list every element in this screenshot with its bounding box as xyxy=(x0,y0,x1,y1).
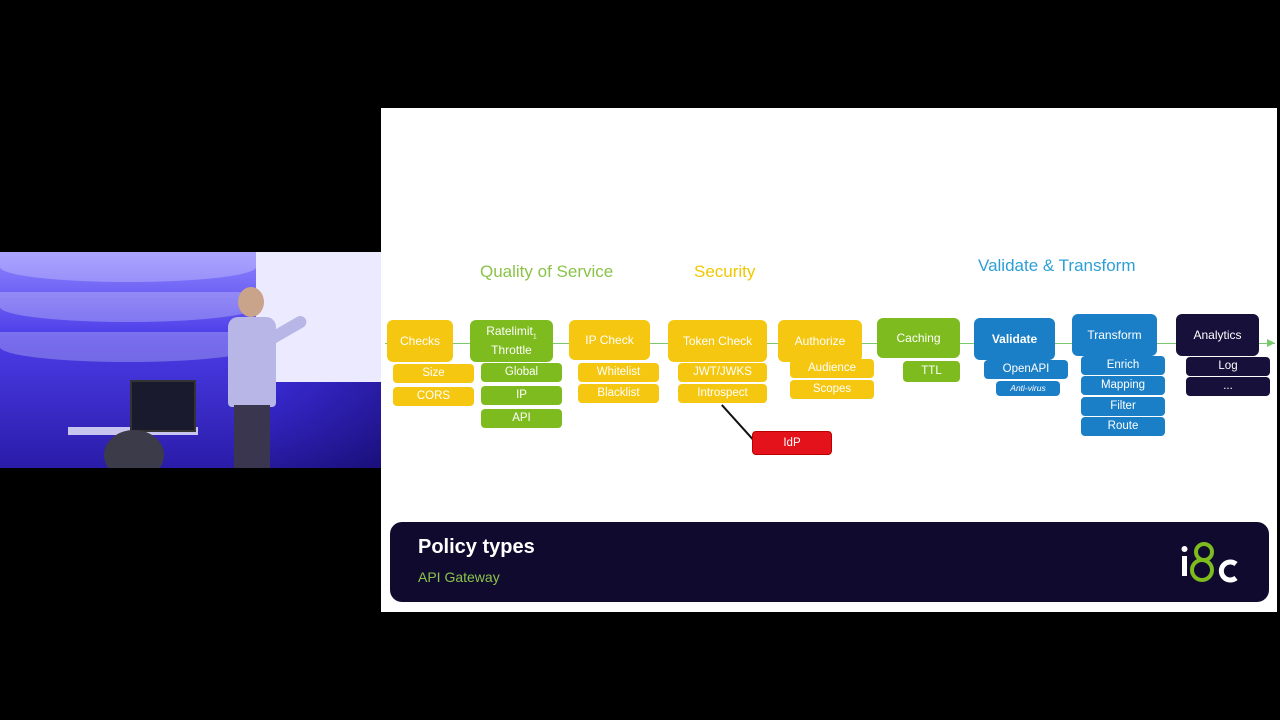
policy-item-more: ... xyxy=(1186,377,1270,396)
policy-item-api: API xyxy=(481,409,562,428)
policy-item-ttl: TTL xyxy=(903,361,960,382)
policy-authorize: Authorize xyxy=(778,320,862,362)
policy-item-mapping: Mapping xyxy=(1081,376,1165,395)
policy-caching: Caching xyxy=(877,318,960,358)
laptop xyxy=(130,380,196,432)
policy-item-blacklist: Blacklist xyxy=(578,384,659,403)
title-banner: Policy types API Gateway xyxy=(390,522,1269,602)
policy-item-enrich: Enrich xyxy=(1081,356,1165,375)
heading-security: Security xyxy=(694,262,756,281)
ratelimit-line2: Throttle xyxy=(491,342,532,357)
policy-item-cors: CORS xyxy=(393,387,474,406)
policy-item-log: Log xyxy=(1186,357,1270,376)
wall-wave xyxy=(0,332,256,362)
policy-item-openapi: OpenAPI xyxy=(984,360,1068,379)
policy-item-ip: IP xyxy=(481,386,562,405)
heading-validate-transform: Validate & Transform xyxy=(978,256,1136,275)
flow-arrowhead xyxy=(1267,339,1275,347)
slide-subtitle: API Gateway xyxy=(418,569,500,585)
policy-item-filter: Filter xyxy=(1081,397,1165,416)
policy-checks: Checks xyxy=(387,320,453,362)
policy-item-introspect: Introspect xyxy=(678,384,767,403)
wall-wave xyxy=(0,292,256,322)
policy-transform: Transform xyxy=(1072,314,1157,356)
wall-wave xyxy=(0,252,256,282)
i8c-logo-icon xyxy=(1181,542,1238,583)
policy-analytics: Analytics xyxy=(1176,314,1259,356)
policy-item-scopes: Scopes xyxy=(790,380,874,399)
policy-item-route: Route xyxy=(1081,417,1165,436)
slide-title: Policy types xyxy=(418,536,535,558)
policy-validate: Validate xyxy=(974,318,1055,360)
policy-ip-check: IP Check xyxy=(569,320,650,360)
speaker-head xyxy=(238,287,264,317)
policy-item-whitelist: Whitelist xyxy=(578,363,659,382)
slide: Quality of Service Security Validate & T… xyxy=(381,108,1277,612)
policy-item-global: Global xyxy=(481,363,562,382)
policy-item-size: Size xyxy=(393,364,474,383)
projection-screen-edge xyxy=(256,252,381,382)
policy-note-anti-virus: Anti-virus xyxy=(996,381,1060,396)
policy-ratelimit: Ratelimit1 Throttle xyxy=(470,320,553,362)
speaker-torso xyxy=(228,317,276,407)
external-idp: IdP xyxy=(752,431,832,455)
ratelimit-line1: Ratelimit1 xyxy=(486,324,537,341)
policy-token-check: Token Check xyxy=(668,320,767,362)
speaker-video xyxy=(0,252,381,468)
speaker-legs xyxy=(234,405,270,468)
speaker xyxy=(228,287,309,468)
heading-quality-of-service: Quality of Service xyxy=(480,262,614,281)
policy-item-audience: Audience xyxy=(790,359,874,378)
policy-item-jwt-jwks: JWT/JWKS xyxy=(678,363,767,382)
audience-head xyxy=(104,430,164,468)
